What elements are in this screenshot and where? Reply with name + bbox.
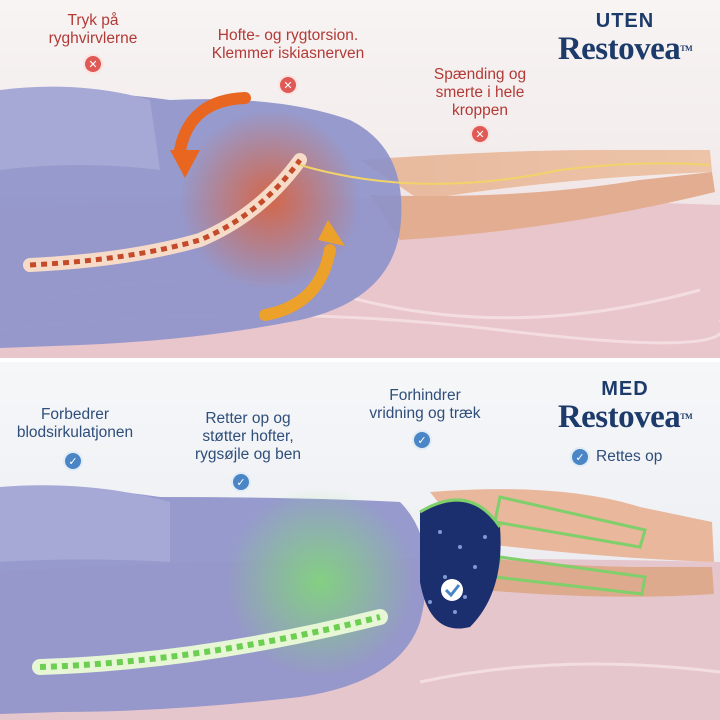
callout-straightens-supports: Retter op og støtter hofter, rygsøjle og… bbox=[178, 410, 318, 464]
callout-text: Forbedrer blodsirkulatjonen bbox=[16, 406, 134, 441]
callout-text: Spænding og smerte i hele kroppen bbox=[433, 66, 527, 119]
callout-text: Hofte- og rygtorsion. Klemmer iskiasnerv… bbox=[211, 27, 365, 62]
side-sleeping-illustration-misaligned bbox=[0, 0, 720, 358]
brand-prefix: UTEN bbox=[595, 10, 655, 32]
callout-vertebrae-pressure: Tryk på ryghvirvlerne bbox=[38, 12, 148, 48]
callout-text: Tryk på ryghvirvlerne bbox=[48, 12, 138, 47]
brand-prefix: MED bbox=[601, 378, 649, 400]
panel-divider bbox=[0, 358, 720, 362]
brand-logo-with: MED RestoveaTM bbox=[540, 378, 710, 434]
panel-with-product: Forbedrer blodsirkulatjonen ✓ Retter op … bbox=[0, 362, 720, 720]
brand-logo-without: UTEN RestoveaTM bbox=[540, 10, 710, 66]
check-icon: ✓ bbox=[414, 432, 430, 448]
check-icon: ✓ bbox=[65, 453, 81, 469]
brand-name: RestoveaTM bbox=[557, 399, 693, 435]
x-icon: ✕ bbox=[472, 126, 488, 142]
callout-body-tension: Spænding og smerte i hele kroppen bbox=[415, 66, 545, 120]
callout-text: Retter op og støtter hofter, rygsøjle og… bbox=[195, 410, 301, 463]
x-icon: ✕ bbox=[85, 56, 101, 72]
callout-blood-circulation: Forbedrer blodsirkulatjonen bbox=[0, 406, 150, 442]
callout-prevents-twisting: Forhindrer vridning og træk bbox=[355, 387, 495, 423]
side-sleeping-illustration-aligned bbox=[0, 362, 720, 720]
brand-name: RestoveaTM bbox=[557, 31, 693, 67]
x-icon: ✕ bbox=[280, 77, 296, 93]
result-straightened: ✓ Rettes op bbox=[572, 448, 662, 466]
result-text: Rettes op bbox=[596, 448, 663, 465]
check-icon: ✓ bbox=[233, 474, 249, 490]
callout-hip-back-torsion: Hofte- og rygtorsion. Klemmer iskiasnerv… bbox=[188, 27, 388, 63]
callout-text: Forhindrer vridning og træk bbox=[369, 387, 481, 422]
panel-without-product: Tryk på ryghvirvlerne ✕ Hofte- og rygtor… bbox=[0, 0, 720, 358]
check-icon: ✓ bbox=[572, 449, 588, 465]
